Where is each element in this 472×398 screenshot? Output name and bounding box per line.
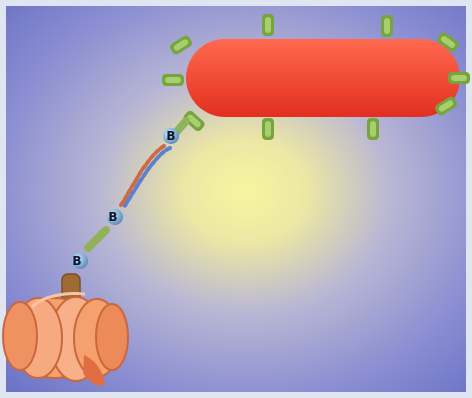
marker-label: B <box>72 254 81 268</box>
linker-marker: B <box>163 128 179 144</box>
receptor <box>448 72 470 84</box>
receptor <box>262 118 274 140</box>
receptor <box>162 74 184 86</box>
linker-marker: B <box>72 253 88 269</box>
cell-body <box>186 39 460 117</box>
receptor <box>381 15 393 37</box>
receptor <box>262 14 274 36</box>
linker-marker: B <box>107 209 123 225</box>
receptor <box>367 118 379 140</box>
particle-lobe <box>3 302 37 370</box>
marker-label: B <box>108 210 117 224</box>
marker-label: B <box>166 129 175 143</box>
particle-lobe <box>96 304 128 370</box>
